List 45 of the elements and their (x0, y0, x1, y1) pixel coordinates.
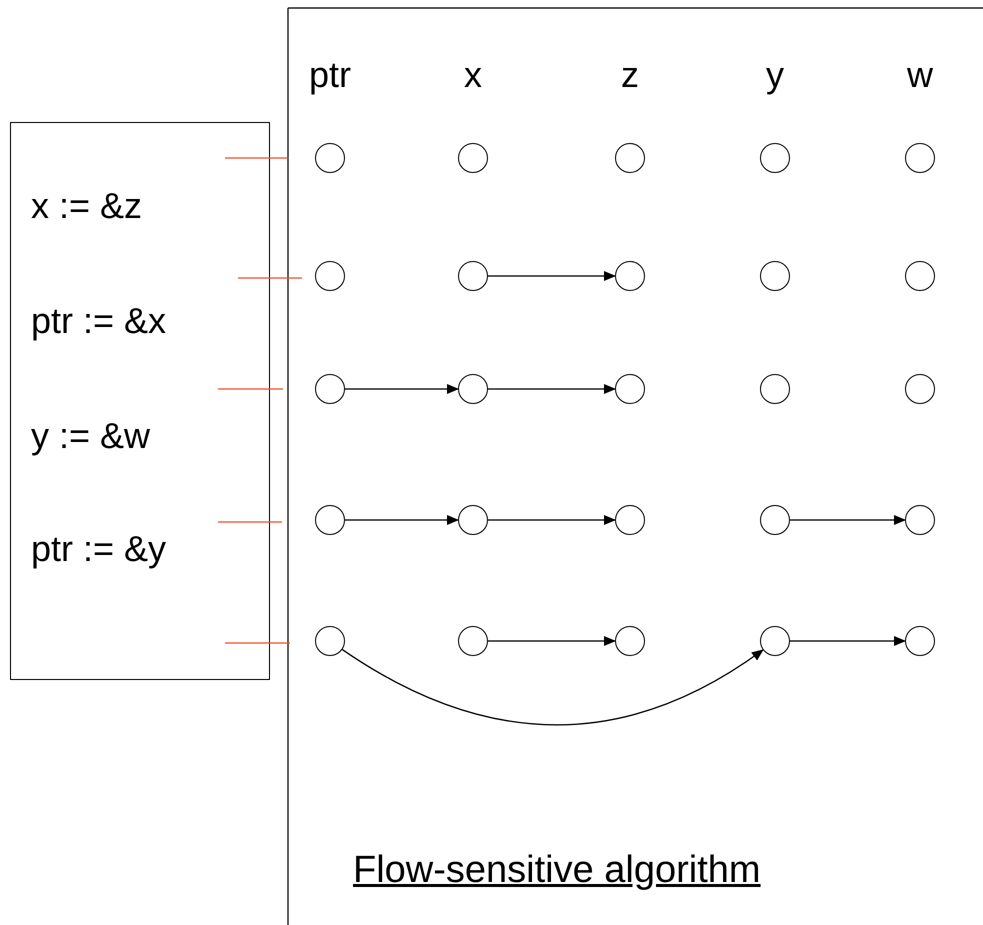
node-circle (458, 143, 488, 173)
arrow (345, 384, 459, 394)
arrow (790, 636, 906, 646)
code-statement: y := &w (31, 416, 150, 456)
arrow (345, 515, 459, 525)
node-circle (905, 261, 935, 291)
column-header: y (766, 55, 784, 95)
column-header: z (621, 55, 639, 95)
code-box (10, 122, 270, 680)
code-statement: ptr := &y (31, 529, 166, 569)
node-circle (615, 505, 645, 535)
node-circle (615, 261, 645, 291)
arrow (488, 271, 616, 281)
arrow (790, 515, 906, 525)
node-circle (760, 505, 790, 535)
node-circle (315, 261, 345, 291)
node-circle (458, 374, 488, 404)
caption: Flow-sensitive algorithm (353, 848, 761, 892)
node-circle (760, 626, 790, 656)
code-statement: ptr := &x (31, 301, 166, 341)
node-circle (760, 374, 790, 404)
code-statement: x := &z (31, 186, 142, 226)
node-circle (615, 626, 645, 656)
column-header: x (464, 55, 482, 95)
column-header: w (907, 55, 933, 95)
column-header: ptr (309, 55, 351, 95)
node-circle (905, 143, 935, 173)
arrow (488, 515, 616, 525)
node-circle (458, 261, 488, 291)
arrow (342, 648, 764, 726)
node-circle (760, 261, 790, 291)
node-circle (905, 374, 935, 404)
node-circle (905, 505, 935, 535)
arrow (488, 384, 616, 394)
node-circle (315, 143, 345, 173)
arrow (488, 636, 616, 646)
node-circle (458, 505, 488, 535)
node-circle (458, 626, 488, 656)
node-circle (615, 143, 645, 173)
node-circle (905, 626, 935, 656)
node-circle (615, 374, 645, 404)
node-circle (315, 505, 345, 535)
node-circle (315, 626, 345, 656)
node-circle (315, 374, 345, 404)
node-circle (760, 143, 790, 173)
